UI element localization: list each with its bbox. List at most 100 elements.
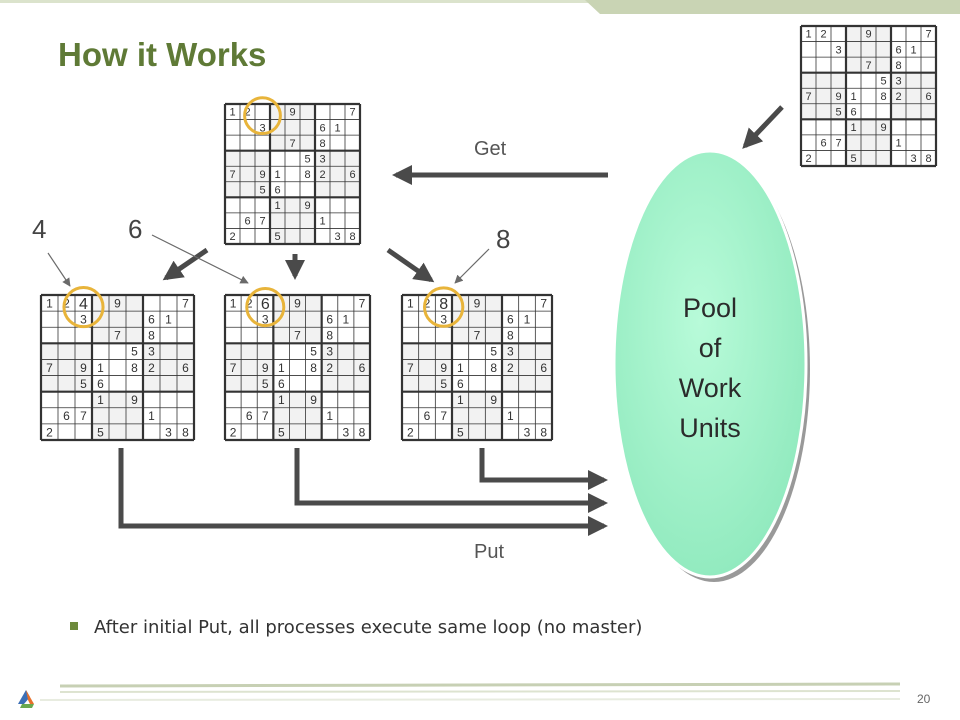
annotation-arrows	[47, 234, 490, 287]
puzzle-cell-digit: 3	[319, 153, 325, 165]
puzzle-cell-digit: 5	[490, 345, 497, 359]
puzzle-cell-digit: 1	[457, 393, 464, 407]
puzzle-cell-digit: 6	[359, 361, 366, 375]
puzzle-cell-digit: 9	[114, 296, 121, 310]
puzzle-cell-digit: 6	[274, 185, 280, 197]
puzzle-cell-digit: 8	[182, 425, 189, 439]
puzzle-cell-digit: 8	[880, 91, 886, 103]
puzzle-cell-digit: 3	[262, 312, 269, 326]
puzzle-cell-digit: 2	[246, 296, 253, 310]
puzzle-cell-digit: 2	[229, 231, 235, 243]
put-arrow-right	[479, 448, 608, 490]
puzzle-cell-digit: 6	[278, 377, 285, 391]
puzzle-cell-digit: 7	[259, 216, 265, 228]
puzzle-cell-digit: 7	[805, 91, 811, 103]
puzzle-cell-digit: 9	[835, 91, 841, 103]
puzzle-cell-digit: 7	[182, 296, 189, 310]
puzzle-cell-digit: 7	[407, 361, 414, 375]
puzzle-block-shade	[273, 391, 322, 440]
puzzle-cell-digit: 1	[97, 361, 104, 375]
puzzle-cell-digit: 8	[349, 231, 355, 243]
puzzle-block-shade	[452, 391, 502, 440]
puzzle-cell-digit: 2	[230, 425, 237, 439]
puzzle-cell-digit: 3	[910, 153, 916, 165]
puzzle-cell-digit: 6	[97, 377, 104, 391]
puzzle-cell-digit: 9	[262, 361, 269, 375]
bullet-text: After initial Put, all processes execute…	[94, 617, 643, 638]
puzzle-cell-digit: 5	[310, 345, 317, 359]
puzzle-cell-digit: 2	[820, 29, 826, 41]
puzzle-cell-digit: 5	[835, 107, 841, 119]
puzzle-cell-digit: 1	[457, 361, 464, 375]
puzzle-cell-digit: 6	[349, 169, 355, 181]
puzzle-cell-digit: 5	[440, 377, 447, 391]
puzzle-cell-digit: 7	[925, 29, 931, 41]
puzzle-cell-digit: 1	[274, 200, 280, 212]
puzzle-cell-digit: 6	[540, 361, 547, 375]
puzzle-cell-digit: 7	[440, 409, 447, 423]
put-label: Put	[474, 541, 504, 563]
puzzle-cell-digit: 5	[278, 425, 285, 439]
puzzle-cell-digit: 3	[342, 425, 349, 439]
puzzle-cell-digit: 3	[165, 425, 172, 439]
puzzle-cell-digit: 2	[326, 361, 333, 375]
puzzle-cell-digit: 2	[805, 153, 811, 165]
puzzle-cell-digit: 1	[97, 393, 104, 407]
candidate-label-6: 6	[128, 214, 142, 244]
puzzle-cell-digit: 1	[278, 393, 285, 407]
puzzle-block-shade	[891, 72, 936, 120]
puzzle-cell-digit: 6	[925, 91, 931, 103]
puzzle-cell-digit: 9	[294, 296, 301, 310]
logo-icon	[18, 690, 34, 708]
puzzle-cell-digit: 1	[278, 361, 285, 375]
puzzle-cell-digit: 8	[359, 425, 366, 439]
puzzle-cell-digit: 8	[490, 361, 497, 375]
puzzle-cell-digit: 8	[439, 296, 448, 313]
puzzle-block-shade	[92, 391, 143, 440]
puzzle-cell-digit: 5	[262, 377, 269, 391]
puzzle-cell-digit: 1	[850, 91, 856, 103]
bottom-decoration	[39, 682, 901, 701]
puzzle-cell-digit: 5	[274, 231, 280, 243]
puzzle-cell-digit: 9	[490, 393, 497, 407]
puzzle-cell-digit: 8	[310, 361, 317, 375]
branch-arrows	[162, 105, 784, 283]
puzzle-cell-digit: 8	[131, 361, 138, 375]
branch-arrow-right	[386, 247, 435, 283]
puzzle-block-shade	[846, 26, 891, 73]
puzzle-cell-digit: 5	[131, 345, 138, 359]
puzzle-cell-digit: 7	[349, 107, 355, 119]
put-arrows	[118, 448, 608, 536]
puzzle-cell-digit: 7	[289, 138, 295, 150]
puzzle-cell-digit: 9	[289, 107, 295, 119]
puzzle-cell-digit: 9	[440, 361, 447, 375]
puzzle-cell-digit: 6	[457, 377, 464, 391]
puzzle-cell-digit: 5	[880, 75, 886, 87]
puzzle-cell-digit: 9	[304, 200, 310, 212]
top-decoration	[0, 0, 960, 14]
puzzle-cell-digit: 7	[80, 409, 87, 423]
puzzle-cell-digit: 1	[229, 107, 235, 119]
puzzle-cell-digit: 5	[457, 425, 464, 439]
puzzle-cell-digit: 3	[507, 345, 514, 359]
puzzle-cell-digit: 1	[326, 409, 333, 423]
puzzle-cell-digit: 9	[80, 361, 87, 375]
puzzle-cell-digit: 8	[148, 329, 155, 343]
puzzle-cell-digit: 6	[850, 107, 856, 119]
puzzle-cell-digit: 6	[63, 409, 70, 423]
puzzle-block-shade	[41, 343, 92, 392]
puzzle-cell-digit: 1	[230, 296, 237, 310]
puzzle-block-shade	[143, 343, 194, 392]
puzzle-cell-digit: 7	[114, 329, 121, 343]
puzzle-cell-digit: 1	[334, 122, 340, 134]
puzzle-cell-digit: 9	[131, 393, 138, 407]
puzzle-cell-digit: 1	[895, 138, 901, 150]
puzzle-cell-digit: 1	[805, 29, 811, 41]
puzzle-cell-digit: 9	[865, 29, 871, 41]
puzzle-cell-digit: 7	[540, 296, 547, 310]
puzzle-cell-digit: 1	[910, 44, 916, 56]
puzzle-cell-digit: 6	[820, 138, 826, 150]
puzzle-block-shade	[402, 343, 452, 392]
